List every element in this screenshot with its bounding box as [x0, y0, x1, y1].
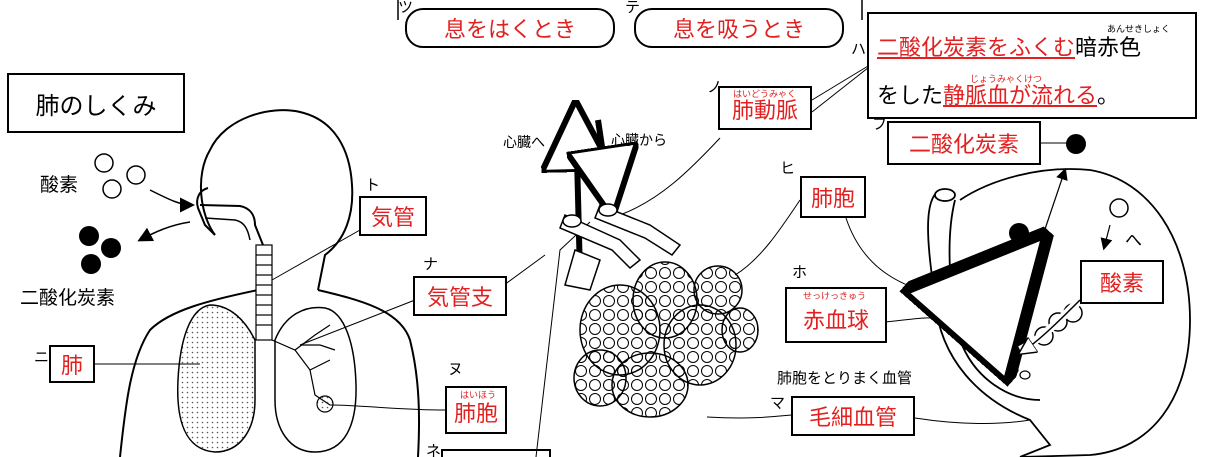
marker-ma: マ [770, 394, 786, 412]
marker-to: ト [365, 176, 381, 194]
marker-ni: ニ [34, 348, 50, 366]
pulm-artery-ruby: はいどうみゃく [733, 90, 797, 100]
marker-ne: ネ [426, 442, 442, 457]
note-ruby-1: あんせきしょく [1107, 25, 1171, 35]
he-label: へ [1125, 231, 1142, 251]
note-ruby-2: じょうみゃくけつ [970, 75, 1043, 85]
bronchial-tree [271, 324, 336, 413]
alveoli-label: 肺胞 [453, 402, 498, 427]
pulm-artery-label: 肺動脈 [731, 99, 798, 124]
rbc-label: 赤血球 [802, 309, 869, 334]
co2-label-left: 二酸化炭素 [20, 287, 116, 309]
note-part-5: 。 [1097, 84, 1120, 109]
trachea-label-box: 気管 [359, 196, 427, 236]
from-heart-label: 心臓から [611, 133, 667, 149]
note-part-3: をした [877, 84, 944, 109]
marker-ho: ホ [792, 263, 808, 281]
rbc-label-box: せっけっきゅう 赤血球 [785, 287, 887, 343]
note-part-1: 二酸化炭素をふくむ [877, 36, 1076, 61]
oxygen-label-right: 酸素 [1099, 272, 1144, 297]
marker-ha: ハ [851, 40, 867, 58]
inhale-label: 息を吸うとき [634, 8, 844, 48]
co2-label-box-right: 二酸化炭素 [887, 121, 1041, 165]
right-lung-shape [274, 306, 357, 453]
rbc-dots [937, 288, 1031, 380]
alveoli-cluster [573, 261, 759, 418]
trachea-rings [255, 244, 273, 341]
alveolus-label: 肺胞 [810, 187, 855, 212]
marker-hi: ヒ [780, 159, 796, 177]
alveoli-ruby: はいほう [460, 391, 497, 401]
bronchus-label-box: 気管支 [413, 276, 507, 316]
rbc-ruby: せっけっきゅう [803, 292, 867, 302]
co2-label-right: 二酸化炭素 [908, 133, 1019, 158]
cut-off-label-box [441, 449, 551, 457]
pulm-artery-label-box: はいどうみゃく 肺動脈 [718, 86, 812, 130]
note-part-4: 静脈血が流れる [943, 84, 1098, 109]
marker-fu: フ [872, 115, 888, 133]
alveolus-label-box: 肺胞 [800, 176, 866, 218]
marker-na: ナ [423, 255, 439, 273]
blood-vessels [559, 203, 682, 291]
lung-label-box: 肺 [49, 345, 95, 383]
capillary-caption: 肺胞をとりまく血管 [777, 369, 913, 387]
capillary-label: 毛細血管 [808, 406, 897, 431]
note-line-1: 二酸化炭素をふくむ暗赤色 [877, 38, 1141, 60]
left-lung-shape [176, 304, 256, 453]
trachea-label: 気管 [370, 206, 415, 231]
note-line-2: をした静脈血が流れる。 [877, 86, 1119, 108]
alveoli-label-box: はいほう 肺胞 [445, 386, 507, 434]
bronchus-label: 気管支 [426, 286, 493, 311]
note-part-2: 暗赤色 [1075, 36, 1142, 61]
marker-te: テ [625, 0, 641, 16]
page-title: 肺のしくみ [7, 73, 185, 133]
marker-nu: ヌ [448, 360, 464, 378]
to-heart-label: 心臓へ [503, 135, 545, 151]
marker-tsu: ツ [398, 0, 414, 16]
lung-label: 肺 [60, 354, 83, 379]
capillary-label-box: 毛細血管 [791, 396, 915, 436]
vein-note-box: あんせきしょく 二酸化炭素をふくむ暗赤色 じょうみゃくけつ をした静脈血が流れる… [867, 12, 1197, 119]
oxygen-label-box-right: 酸素 [1080, 260, 1164, 304]
oxygen-label-left: 酸素 [40, 174, 79, 196]
exhale-label: 息をはくとき [405, 8, 615, 48]
